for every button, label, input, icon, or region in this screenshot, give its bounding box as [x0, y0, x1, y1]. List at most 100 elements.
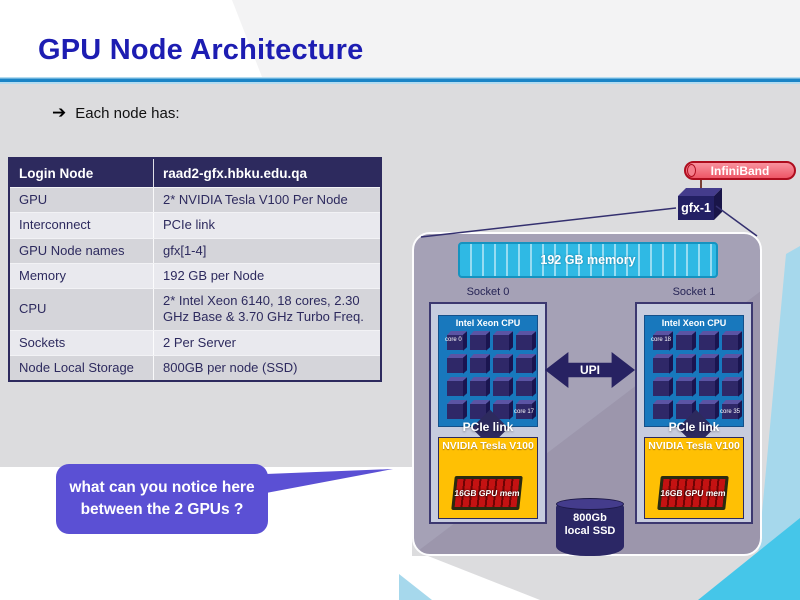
cpu-core-cube	[676, 381, 692, 396]
callout-line1: what can you notice here	[69, 479, 255, 497]
socket0-gpu: NVIDIA Tesla V100 16GB GPU mem	[438, 437, 538, 519]
spec-value: 800GB per node (SSD)	[153, 355, 381, 382]
header-value: raad2-gfx.hbku.edu.qa	[153, 158, 381, 188]
cpu-core-cube	[699, 381, 715, 396]
socket0-gpu-memory: 16GB GPU mem	[451, 476, 523, 510]
system-memory-bar: 192 GB memory	[458, 242, 718, 278]
spec-value: 2* NVIDIA Tesla V100 Per Node	[153, 187, 381, 214]
question-callout: what can you notice here between the 2 G…	[56, 464, 268, 534]
cpu-core-cube	[516, 404, 532, 419]
spec-key: Memory	[9, 263, 154, 290]
cpu-core-cube	[493, 381, 509, 396]
gfx1-node-cube: gfx-1	[678, 196, 714, 220]
cpu-core-cube	[447, 381, 463, 396]
cpu-core-cube	[722, 381, 738, 396]
cpu-core-cube	[470, 381, 486, 396]
spec-key: Interconnect	[9, 212, 154, 239]
spec-value: 2* Intel Xeon 6140, 18 cores, 2.30 GHz B…	[153, 288, 381, 331]
infiniband-cylinder: InfiniBand	[684, 161, 796, 180]
cpu-core-cube	[676, 335, 692, 350]
cpu-core-cube	[699, 335, 715, 350]
cpu-core-cube	[470, 358, 486, 373]
cpu-core-cube	[493, 335, 509, 350]
upi-label: UPI	[579, 363, 600, 377]
page-title: GPU Node Architecture	[38, 34, 364, 66]
local-ssd-cylinder: 800Gb local SSD	[556, 498, 624, 556]
cpu-core-cube	[447, 335, 463, 350]
socket1-gpu: NVIDIA Tesla V100 16GB GPU mem	[644, 437, 744, 519]
socket1-gpu-memory: 16GB GPU mem	[657, 476, 729, 510]
cpu-core-cube	[470, 335, 486, 350]
cpu-core-cube	[676, 358, 692, 373]
header-key: Login Node	[9, 158, 154, 188]
cpu-core-cube	[722, 358, 738, 373]
cpu-core-cube	[653, 381, 669, 396]
spec-key: GPU	[9, 187, 154, 214]
cpu-core-cube	[493, 358, 509, 373]
cpu-core-cube	[516, 335, 532, 350]
cpu-core-cube	[722, 404, 738, 419]
bullet-text: Each node has:	[75, 104, 180, 122]
spec-key: Sockets	[9, 330, 154, 356]
socket1-gpu-memory-label: 16GB GPU mem	[659, 488, 727, 498]
ssd-label-line1: 800Gb	[573, 512, 607, 524]
socket0-gpu-memory-label: 16GB GPU mem	[453, 488, 521, 498]
socket1-label: Socket 1	[672, 286, 716, 298]
socket1-core-grid: core 18 core 35	[651, 335, 740, 419]
last-core-label: core 17	[513, 409, 534, 415]
socket0-label: Socket 0	[466, 286, 510, 298]
ssd-label-line2: local SSD	[564, 525, 616, 537]
spec-key: CPU	[9, 288, 154, 331]
spec-value: gfx[1-4]	[153, 238, 381, 264]
bullet-line: ➔ Each node has:	[52, 103, 180, 123]
cpu-core-cube	[470, 404, 486, 419]
system-memory-label: 192 GB memory	[540, 253, 636, 267]
socket1-gpu-label: NVIDIA Tesla V100	[648, 440, 740, 452]
socket0-core-grid: core 0 core 17	[445, 335, 534, 419]
first-core-label: core 18	[651, 337, 672, 343]
socket1-cpu-label: Intel Xeon CPU	[661, 318, 727, 328]
cpu-core-cube	[516, 358, 532, 373]
title-underline-rule	[0, 77, 800, 84]
infiniband-label: InfiniBand	[710, 163, 770, 178]
upi-arrow: UPI	[545, 352, 635, 388]
socket0-cpu-label: Intel Xeon CPU	[455, 318, 521, 328]
cpu-core-cube	[447, 404, 463, 419]
spec-value: PCIe link	[153, 212, 381, 239]
callout-line2: between the 2 GPUs ?	[80, 501, 244, 518]
cpu-core-cube	[493, 404, 509, 419]
cpu-core-cube	[653, 358, 669, 373]
socket1-pcie-label: PCIe link	[668, 420, 720, 434]
socket0-pcie-label: PCIe link	[462, 420, 514, 434]
first-core-label: core 0	[445, 337, 462, 343]
spec-value: 192 GB per Node	[153, 263, 381, 290]
cpu-core-cube	[447, 358, 463, 373]
cpu-core-cube	[676, 404, 692, 419]
node-diagram: 192 GB memory Socket 0 Socket 1 Intel Xe…	[412, 232, 762, 556]
cpu-core-cube	[722, 335, 738, 350]
spec-value: 2 Per Server	[153, 330, 381, 356]
table-header-row: Login Node raad2-gfx.hbku.edu.qa	[9, 158, 381, 188]
spec-key: GPU Node names	[9, 238, 154, 264]
gfx1-node-label: gfx-1	[681, 201, 711, 215]
socket0-gpu-label: NVIDIA Tesla V100	[442, 440, 534, 452]
socket0: Intel Xeon CPU core 0 core 17 PCIe link N…	[429, 302, 547, 524]
cpu-core-cube	[653, 404, 669, 419]
socket1-cpu: Intel Xeon CPU core 18 core 35	[644, 315, 744, 427]
cpu-core-cube	[516, 381, 532, 396]
cpu-core-cube	[699, 404, 715, 419]
arrow-icon: ➔	[52, 103, 67, 122]
cpu-core-cube	[653, 335, 669, 350]
last-core-label: core 35	[719, 409, 740, 415]
